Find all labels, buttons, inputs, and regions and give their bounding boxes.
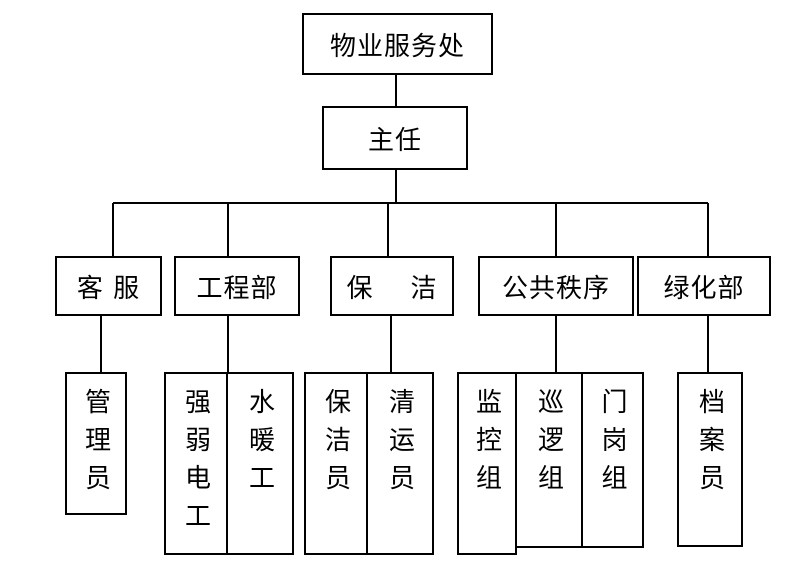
node-unit-plumber: 水暖工 xyxy=(226,372,294,555)
node-dept-public-order: 公共秩序 xyxy=(478,256,634,316)
node-dept-cleaning: 保 洁 xyxy=(330,256,454,316)
node-unit-cleaner: 保洁员 xyxy=(304,372,368,555)
unit-label: 监控组 xyxy=(471,388,502,502)
node-head: 主任 xyxy=(322,106,468,170)
node-unit-archivist: 档案员 xyxy=(677,372,743,547)
node-unit-electrician: 强弱电工 xyxy=(164,372,228,555)
unit-label: 强弱电工 xyxy=(180,388,211,540)
unit-label: 巡逻组 xyxy=(533,388,564,502)
node-dept-customer-service: 客 服 xyxy=(55,256,162,316)
unit-label: 门岗组 xyxy=(597,388,627,502)
node-unit-patrol: 巡逻组 xyxy=(515,372,583,548)
node-unit-waste-removal: 清运员 xyxy=(366,372,434,555)
node-dept-greening: 绿化部 xyxy=(637,256,771,316)
unit-label: 管理员 xyxy=(80,388,111,502)
unit-label: 水暖工 xyxy=(244,388,275,502)
node-root: 物业服务处 xyxy=(302,13,493,75)
unit-label: 清运员 xyxy=(384,388,415,502)
node-unit-monitoring: 监控组 xyxy=(457,372,517,555)
node-unit-gate: 门岗组 xyxy=(581,372,644,548)
unit-label: 保洁员 xyxy=(320,388,351,502)
node-unit-manager: 管理员 xyxy=(65,372,127,515)
node-dept-engineering: 工程部 xyxy=(174,256,300,316)
unit-label: 档案员 xyxy=(694,388,725,502)
